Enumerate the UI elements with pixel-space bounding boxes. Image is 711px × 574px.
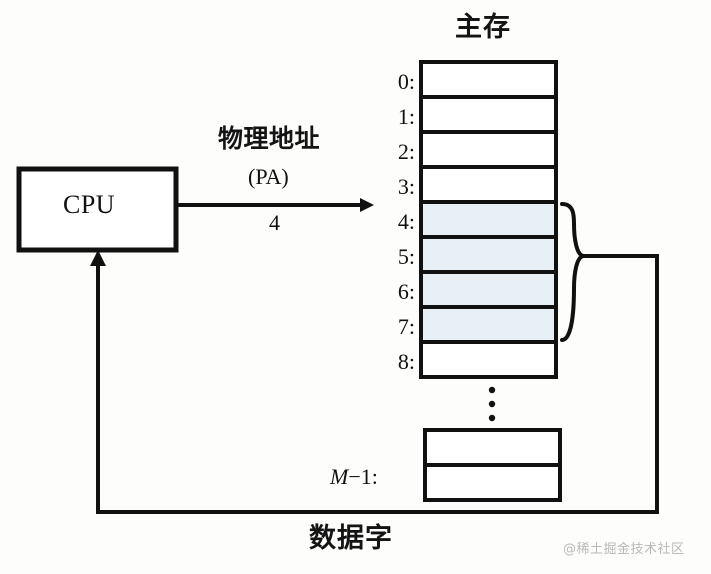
data-word-label: 数据字 bbox=[309, 523, 393, 554]
memory-row-label-4: 4: bbox=[397, 209, 415, 234]
cpu-box bbox=[16, 166, 179, 253]
memory-row-label-1: 1: bbox=[397, 104, 415, 129]
memory-row-label-7: 7: bbox=[397, 314, 415, 339]
memory-row-label-6: 6: bbox=[397, 279, 415, 304]
vertical-ellipsis-dots bbox=[488, 386, 496, 422]
memory-row-label-2: 2: bbox=[397, 139, 415, 164]
physical-address-abbrev: (PA) bbox=[248, 164, 289, 189]
memory-cell-7 bbox=[419, 305, 558, 344]
data-word-return-path bbox=[96, 254, 659, 514]
memory-cell-5 bbox=[419, 235, 558, 274]
memory-cell-3 bbox=[419, 165, 558, 204]
memory-grid-tail bbox=[423, 428, 562, 502]
data-word-arrow-head bbox=[90, 250, 106, 266]
physical-address-value: 4 bbox=[269, 210, 280, 235]
memory-grid-main bbox=[419, 60, 558, 379]
brace-rows-4-7 bbox=[560, 202, 585, 342]
memory-cell-tail-last bbox=[423, 463, 562, 502]
memory-cell-0 bbox=[419, 60, 558, 99]
memory-cell-2 bbox=[419, 130, 558, 169]
memory-cell-4 bbox=[419, 200, 558, 239]
memory-cell-6 bbox=[419, 270, 558, 309]
memory-row-label-3: 3: bbox=[397, 174, 415, 199]
cpu-label: CPU bbox=[63, 190, 116, 219]
memory-cell-1 bbox=[419, 95, 558, 134]
memory-cell-8 bbox=[419, 340, 558, 379]
memory-row-label-8: 8: bbox=[397, 349, 415, 374]
memory-last-row-label: M−1: bbox=[330, 464, 378, 489]
address-arrow-head bbox=[360, 198, 374, 212]
memory-row-label-5: 5: bbox=[397, 244, 415, 269]
memory-title: 主存 bbox=[455, 12, 511, 43]
memory-row-label-0: 0: bbox=[397, 69, 415, 94]
physical-address-label: 物理地址 bbox=[218, 124, 321, 153]
watermark-text: @稀土掘金技术社区 bbox=[563, 542, 685, 557]
memory-cell-tail-0 bbox=[423, 428, 562, 467]
